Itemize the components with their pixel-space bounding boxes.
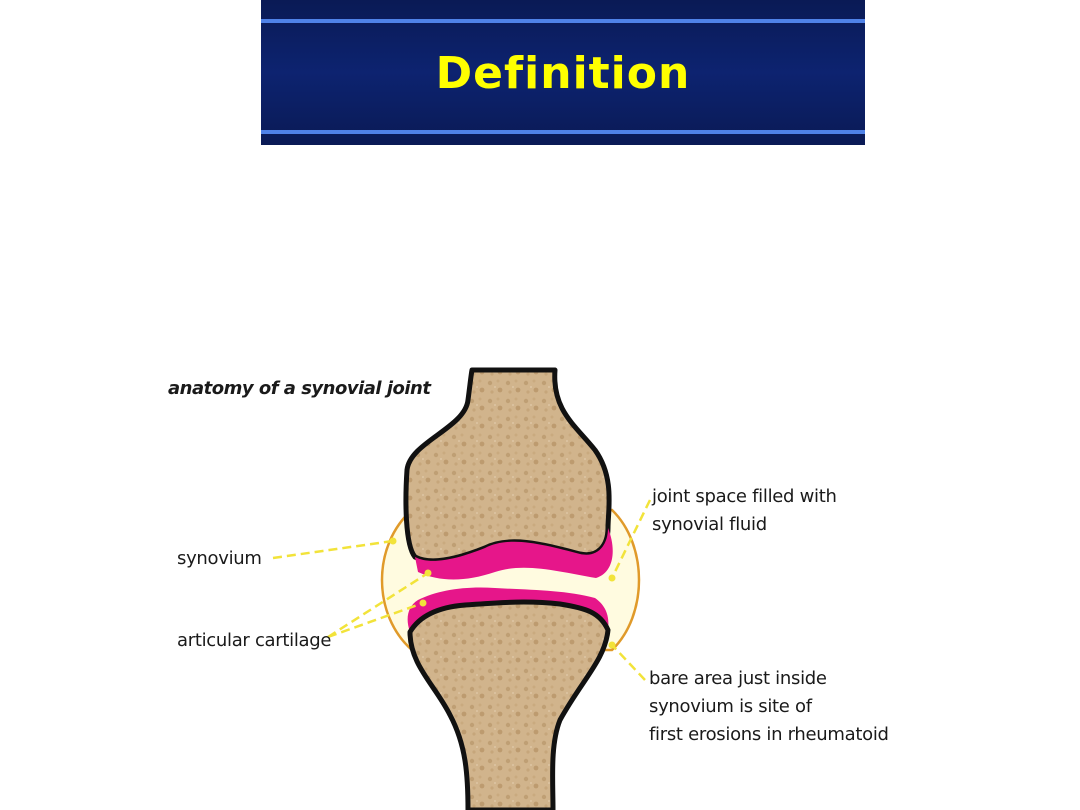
- label-bare-area: bare area just inside synovium is site o…: [649, 665, 889, 749]
- leader-dots: [389, 537, 616, 649]
- upper-bone: [403, 367, 612, 564]
- banner-rule-top: [261, 19, 865, 23]
- lower-cartilage: [407, 587, 609, 632]
- upper-cartilage: [415, 528, 613, 580]
- slide-title: Definition: [435, 48, 691, 99]
- leader-cartilage-lower: [327, 601, 424, 639]
- label-articular-cartilage: articular cartilage: [177, 630, 332, 651]
- label-bare-area-line2: synovium is site of: [649, 696, 812, 717]
- label-joint-space-line2: synovial fluid: [652, 514, 767, 535]
- leader-bare-area: [611, 644, 646, 681]
- leader-cartilage-upper: [327, 571, 429, 639]
- label-bare-area-line1: bare area just inside: [649, 668, 827, 689]
- label-synovium: synovium: [177, 548, 262, 569]
- title-banner: Definition: [261, 0, 865, 145]
- leader-lines: [272, 499, 652, 681]
- label-bare-area-line3: first erosions in rheumatoid: [649, 724, 889, 745]
- leader-synovium: [272, 539, 394, 560]
- label-joint-space-line1: joint space filled with: [652, 486, 837, 507]
- leader-joint-space: [610, 499, 652, 579]
- diagram-title: anatomy of a synovial joint: [168, 378, 431, 399]
- label-joint-space: joint space filled with synovial fluid: [652, 483, 837, 539]
- lower-bone: [407, 599, 611, 810]
- banner-rule-bottom: [261, 130, 865, 134]
